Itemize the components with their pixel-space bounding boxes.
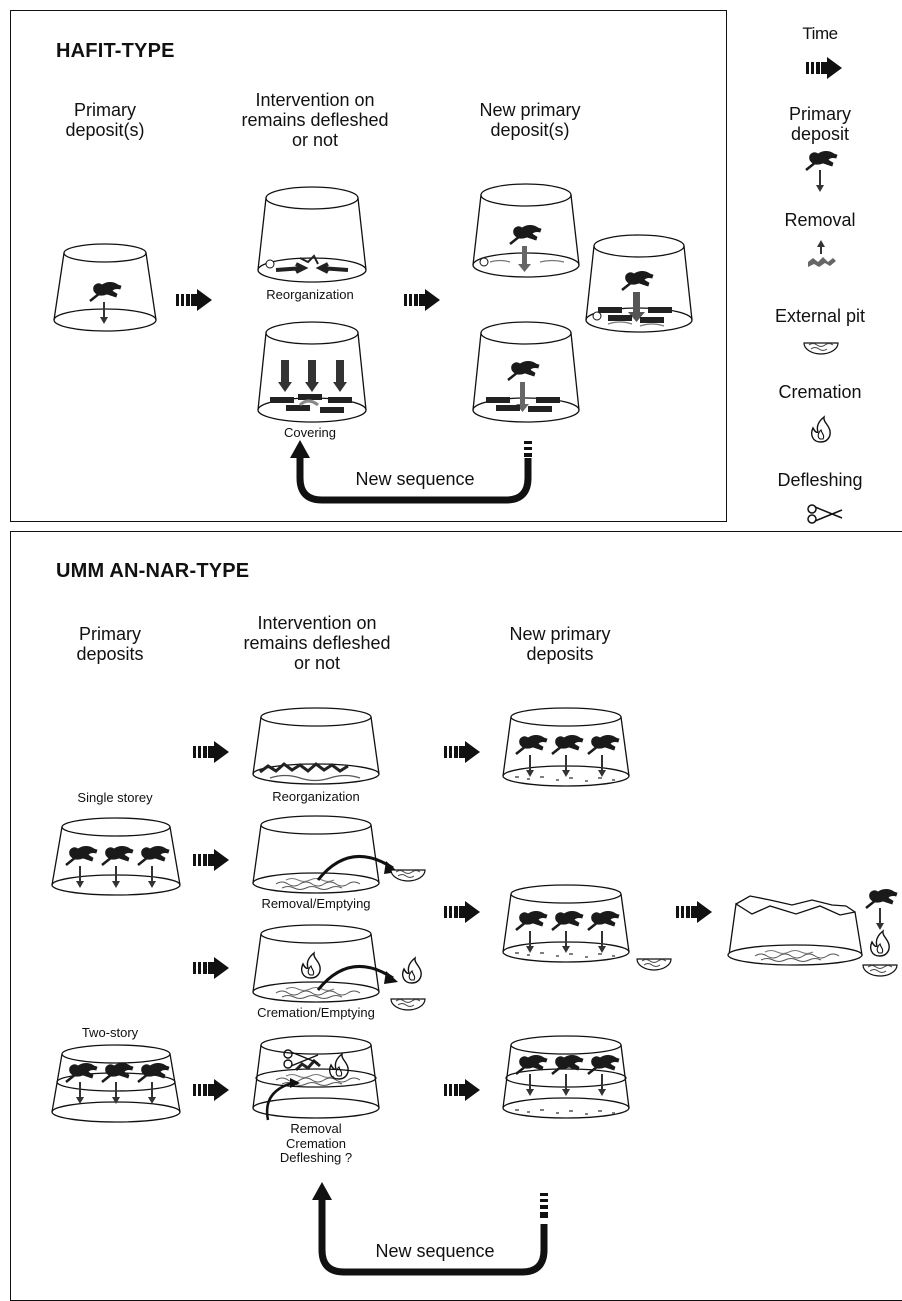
umm-title: UMM AN-NAR-TYPE: [56, 560, 250, 582]
hafit-new-primary-tomb-1: [472, 183, 580, 278]
umm-new-primary-tomb-2: [502, 884, 672, 971]
umm-cremation-label: Cremation/Emptying: [257, 1005, 375, 1020]
hafit-new-sequence-arrow: [290, 440, 532, 504]
umm-reorganization-label: Reorganization: [272, 789, 360, 804]
legend-primary-deposit-label: Primary deposit: [789, 104, 851, 145]
legend-primary-deposit-icon: [804, 150, 839, 193]
legend-time-label: Time: [802, 24, 838, 43]
hafit-reorganization-tomb: [257, 186, 367, 283]
umm-reorganization-tomb: [252, 707, 380, 785]
hafit-new-primary-tomb-3: [585, 234, 693, 333]
umm-col-intervention: Intervention on remains defleshed or not: [243, 613, 391, 674]
umm-two-story-new-primary-tomb: [502, 1035, 630, 1119]
hafit-new-sequence-label: New sequence: [355, 469, 475, 489]
umm-new-primary-tomb-1: [502, 707, 630, 787]
hafit-col-new-primary: New primary deposit(s): [479, 100, 581, 141]
hafit-covering-label: Covering: [283, 425, 337, 440]
hafit-title: HAFIT-TYPE: [56, 40, 175, 62]
umm-two-story-label: Two-story: [81, 1025, 139, 1040]
umm-col-new-primary: New primary deposits: [509, 624, 611, 665]
umm-col-primary: Primary deposits: [76, 624, 144, 665]
umm-cremation-tomb: [252, 924, 426, 1011]
hafit-col-intervention: Intervention on remains defleshed or not: [241, 90, 389, 151]
legend-removal-label: Removal: [784, 210, 856, 230]
scissors-icon: [807, 504, 843, 524]
umm-removal-tomb: [252, 815, 426, 894]
umm-removal-label: Removal/Emptying: [261, 896, 371, 911]
umm-single-storey-label: Single storey: [77, 790, 153, 805]
umm-ruined-tomb: [727, 888, 899, 977]
hafit-primary-tomb: [53, 243, 157, 332]
umm-single-storey-tomb: [51, 817, 181, 896]
legend-removal-icon: [808, 240, 836, 267]
legend-cremation-label: Cremation: [778, 382, 862, 402]
hafit-panel: [10, 10, 727, 522]
umm-two-story-tomb: [51, 1044, 181, 1123]
legend-external-pit-label: External pit: [774, 306, 866, 326]
hafit-new-primary-tomb-2: [472, 321, 580, 423]
umm-two-story-intervention-tomb: [252, 1035, 380, 1121]
legend-defleshing-label: Defleshing: [777, 470, 863, 490]
hafit-covering-tomb: [257, 321, 367, 423]
hafit-reorganization-label: Reorganization: [266, 287, 354, 302]
umm-new-sequence-label: New sequence: [375, 1241, 495, 1261]
umm-new-sequence-arrow: [312, 1182, 548, 1276]
umm-removal-cremation-defleshing-label: Removal Cremation Defleshing ?: [279, 1121, 353, 1166]
hafit-col-primary: Primary deposit(s): [65, 100, 145, 141]
